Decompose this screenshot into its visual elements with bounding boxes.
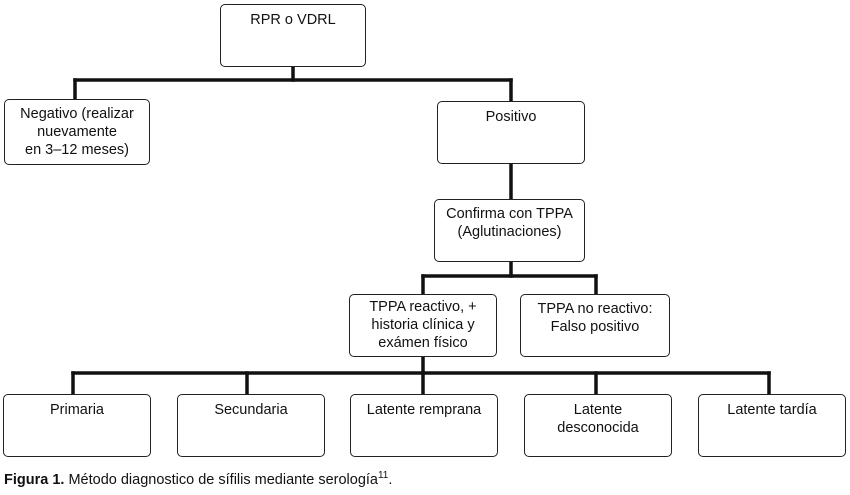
node-latente-desconocida: Latente desconocida <box>524 394 672 457</box>
caption-text: Método diagnostico de sífilis mediante s… <box>64 472 378 488</box>
node-secundaria: Secundaria <box>177 394 325 457</box>
node-confirma-tppa: Confirma con TPPA (Aglutinaciones) <box>434 199 585 262</box>
node-latente-tardia: Latente tardía <box>698 394 846 457</box>
node-primaria: Primaria <box>3 394 151 457</box>
node-tppa-no-reactivo: TPPA no reactivo: Falso positivo <box>520 294 670 357</box>
node-positivo: Positivo <box>437 101 585 164</box>
caption-reference: 11 <box>377 470 389 481</box>
caption-label: Figura 1. <box>4 472 65 488</box>
figure-caption: Figura 1. Método diagnostico de sífilis … <box>4 470 392 488</box>
node-negativo: Negativo (realizar nuevamente en 3–12 me… <box>4 99 150 165</box>
node-latente-temprana: Latente remprana <box>350 394 498 457</box>
caption-end: . <box>388 472 393 488</box>
node-rpr-vdrl: RPR o VDRL <box>220 4 366 67</box>
node-tppa-reactivo: TPPA reactivo, + historia clínica y exám… <box>349 294 497 357</box>
